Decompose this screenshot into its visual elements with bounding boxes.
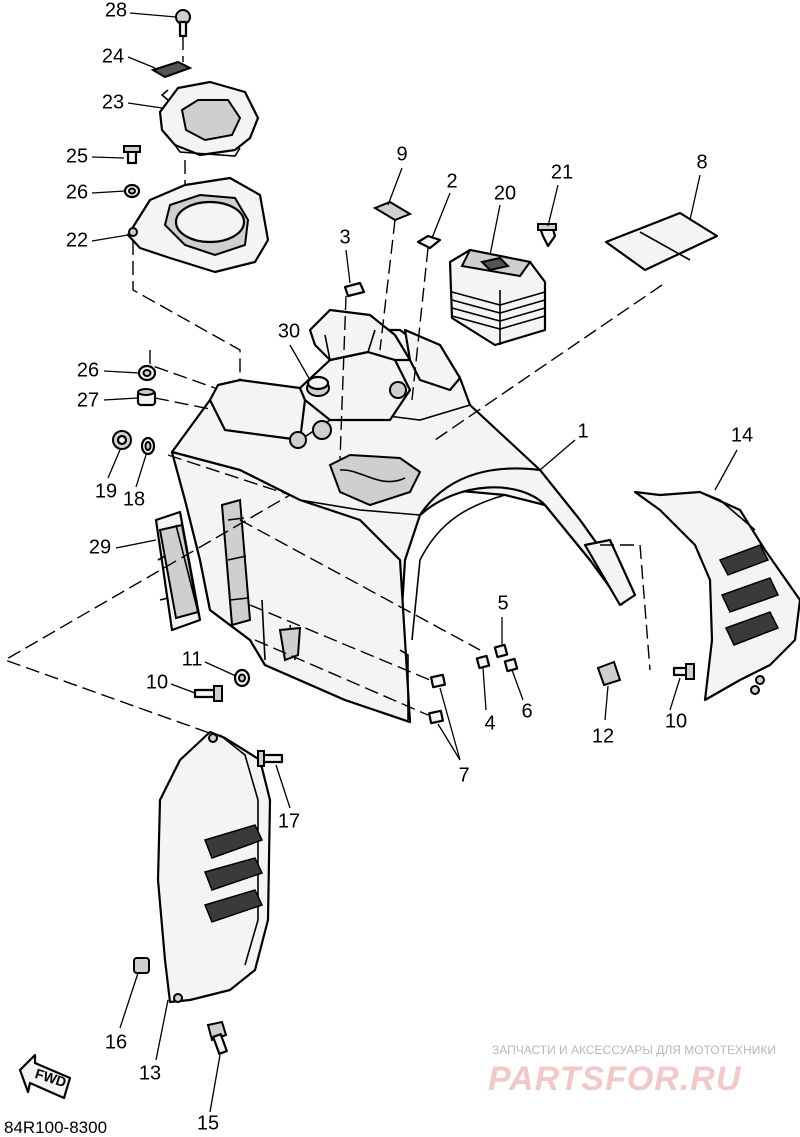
nut-part-26-top <box>123 183 141 199</box>
pad-part-9 <box>372 200 413 222</box>
callout-19: 19 <box>95 480 117 502</box>
callout-11: 11 <box>182 648 203 670</box>
meter-housing-part-22 <box>126 176 270 274</box>
callout-13: 13 <box>139 1062 161 1084</box>
assembly-lines <box>3 36 663 736</box>
label-part-8 <box>604 211 719 272</box>
callout-3: 3 <box>339 226 350 248</box>
callout-10-left: 10 <box>146 671 168 693</box>
watermark-logo: PARTSFOR.RU <box>488 1060 742 1098</box>
callout-6: 6 <box>521 700 532 722</box>
callout-17: 17 <box>278 810 300 832</box>
callout-22: 22 <box>66 229 88 251</box>
screw-part-25 <box>123 145 141 165</box>
callout-9: 9 <box>396 143 407 165</box>
callout-5: 5 <box>497 592 508 614</box>
callout-4: 4 <box>484 712 495 734</box>
callout-1: 1 <box>577 420 588 442</box>
watermark-tagline: ЗАПЧАСТИ И АКСЕССУАРЫ ДЛЯ МОТОТЕХНИКИ <box>492 1043 776 1057</box>
callout-16: 16 <box>105 1031 127 1053</box>
callout-26-mid: 26 <box>77 359 99 381</box>
plate-part-24 <box>150 60 193 79</box>
nut-part-26-mid <box>137 364 157 382</box>
pad-part-3 <box>343 281 366 298</box>
callout-2: 2 <box>446 170 457 192</box>
callout-14: 14 <box>731 424 753 446</box>
nut-part-16 <box>133 957 150 974</box>
side-cover-part-13 <box>156 730 272 1004</box>
nut-part-19 <box>112 430 132 450</box>
callout-27: 27 <box>77 389 99 411</box>
callout-24: 24 <box>102 45 124 67</box>
callout-21: 21 <box>551 161 573 183</box>
callout-15: 15 <box>197 1112 219 1134</box>
diagram-code: 84R100-8300 <box>4 1118 107 1137</box>
callout-12: 12 <box>592 725 614 747</box>
bolt-part-17 <box>257 750 284 767</box>
callout-30: 30 <box>278 320 300 342</box>
bracket-part-29 <box>154 510 202 632</box>
washer-part-11 <box>233 668 251 688</box>
callout-numbers: 28 24 23 25 26 22 9 2 20 21 8 3 30 26 27… <box>66 0 753 1134</box>
side-cover-part-14 <box>633 490 800 702</box>
bolt-part-10-left <box>193 685 223 702</box>
box-part-20 <box>448 248 547 347</box>
callout-23: 23 <box>102 91 124 113</box>
callout-7: 7 <box>458 764 469 786</box>
front-fender-part <box>170 308 637 724</box>
meter-part-23 <box>158 80 260 157</box>
bolt-part-10-right <box>672 663 695 680</box>
pad-part-2 <box>416 234 442 250</box>
leader-lines <box>91 12 738 1113</box>
cap-part-30 <box>306 375 330 397</box>
callout-28: 28 <box>105 0 127 21</box>
fwd-arrow: FWD <box>18 1053 72 1100</box>
clip-part-21 <box>537 223 557 248</box>
callout-18: 18 <box>123 488 145 510</box>
callout-8: 8 <box>696 151 707 173</box>
callout-25: 25 <box>66 145 88 167</box>
callout-29: 29 <box>89 536 111 558</box>
callout-20: 20 <box>494 182 516 204</box>
bolt-part-15 <box>206 1020 228 1055</box>
clip-part-12 <box>596 660 622 687</box>
watermark: ЗАПЧАСТИ И АКСЕССУАРЫ ДЛЯ МОТОТЕХНИКИ PA… <box>488 1043 776 1098</box>
pads-part-7 <box>427 673 447 725</box>
callout-26-top: 26 <box>66 181 88 203</box>
collar-part-27 <box>136 388 157 407</box>
pads-part-4-5-6 <box>475 643 519 673</box>
washer-part-18 <box>140 436 156 456</box>
callout-10-right: 10 <box>665 710 687 732</box>
bolt-part-28 <box>175 9 191 38</box>
